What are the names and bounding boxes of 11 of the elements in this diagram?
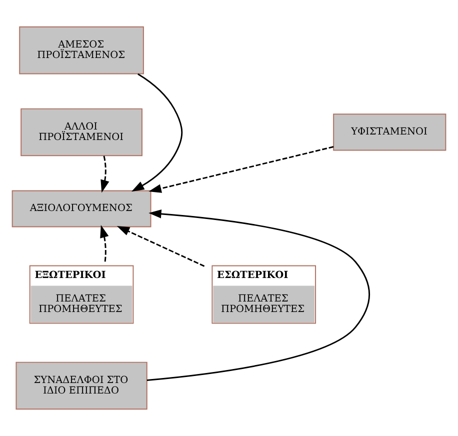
node-box: ΑΛΛΟΙ ΠΡΟΪΣΤΑΜΕΝΟΙ [20,108,142,156]
node-box: ΑΜΕΣΟΣ ΠΡΟΪΣΤΑΜΕΝΟΣ [19,26,144,74]
node-box: ΣΥΝΑΔΕΛΦΟΙ ΣΤΟ ΙΔΙΟ ΕΠΙΠΕΔΟ [16,362,148,410]
arrow [100,224,109,262]
arrow [146,209,370,381]
arrow [148,146,334,193]
arrow [131,73,183,192]
node-box: ΑΞΙΟΛΟΓΟΥΜΕΝΟΣ [12,190,152,228]
arrow [100,156,110,193]
arrow [116,226,205,267]
node-box: ΥΦΙΣΤΑΜΕΝΟΙ [333,114,446,151]
